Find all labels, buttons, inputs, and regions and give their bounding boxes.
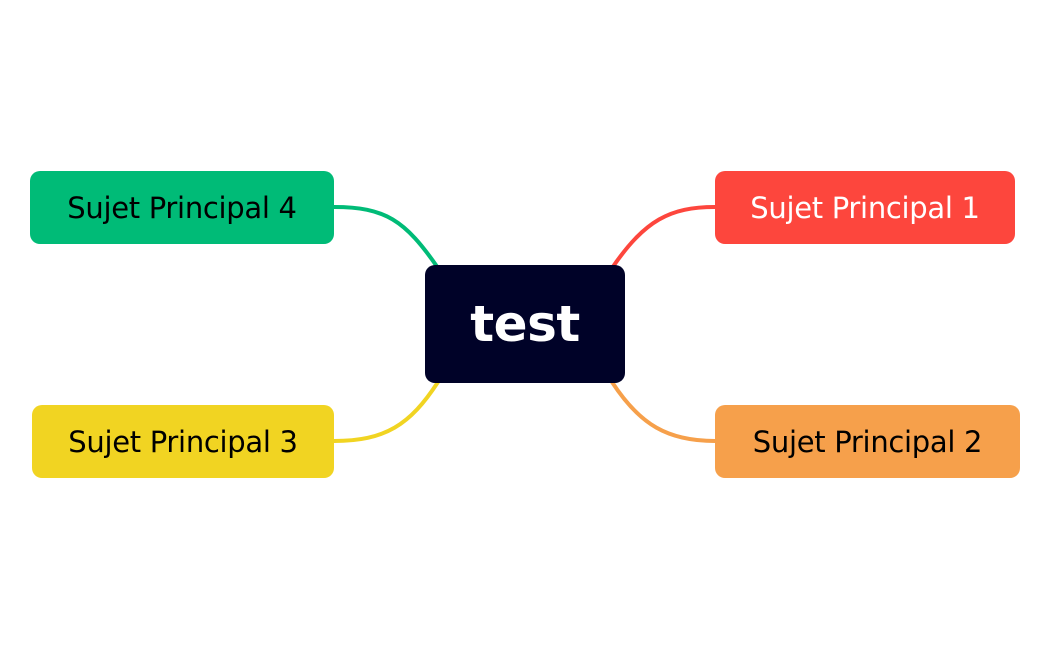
connector-topic-4 — [332, 205, 440, 270]
connector-topic-1 — [610, 205, 717, 270]
main-topic-3-label: Sujet Principal 3 — [68, 424, 298, 459]
main-topic-4-label: Sujet Principal 4 — [67, 190, 297, 225]
main-topic-1-label: Sujet Principal 1 — [750, 190, 980, 225]
central-topic-node[interactable]: test — [425, 265, 625, 383]
main-topic-4-node[interactable]: Sujet Principal 4 — [30, 171, 334, 244]
main-topic-2-node[interactable]: Sujet Principal 2 — [715, 405, 1020, 478]
central-topic-label: test — [470, 295, 580, 353]
connector-topic-2 — [610, 380, 717, 443]
main-topic-2-label: Sujet Principal 2 — [752, 424, 983, 459]
main-topic-3-node[interactable]: Sujet Principal 3 — [32, 405, 334, 478]
main-topic-1-node[interactable]: Sujet Principal 1 — [715, 171, 1015, 244]
connector-topic-3 — [332, 380, 440, 443]
